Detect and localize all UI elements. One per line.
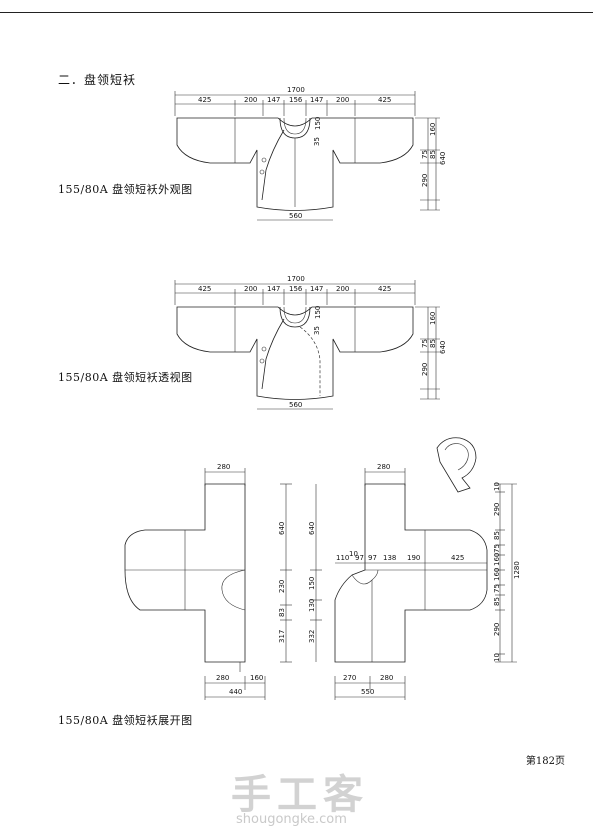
dim-row-1: 10: [349, 550, 358, 558]
dim-rp-b0: 270: [343, 674, 356, 682]
dim-rr-4: 75: [493, 544, 501, 553]
dim-top2-3: 156: [289, 285, 303, 293]
dim-neck-35: 35: [313, 137, 321, 146]
dim-neck2-35: 35: [313, 326, 321, 335]
perspective-view: 1700 425 200 147 156 147 200 425 35 150 …: [174, 275, 447, 410]
watermark-logo: 手工客: [231, 772, 369, 818]
section-heading: 二．盘领短袄: [58, 73, 137, 87]
dim-top-1: 200: [244, 96, 257, 104]
dim-top2-2: 147: [267, 285, 280, 293]
dim-top2-6: 425: [378, 285, 391, 293]
flat-right-piece: 280 640 150 130 332 110 10 97 97 138 190…: [308, 463, 521, 700]
dim-neck-150: 150: [314, 117, 322, 130]
dim-top-2: 147: [267, 96, 280, 104]
page-number: 第182页: [525, 756, 565, 767]
watermark-url: shougongke.com: [236, 812, 347, 827]
dim-hem: 560: [289, 212, 302, 220]
dim-rr-9: 290: [493, 623, 501, 636]
dim-l-83: 83: [278, 608, 286, 617]
dim-top2-0: 425: [198, 285, 211, 293]
dim-l-230: 230: [278, 580, 286, 593]
dim-rr-10: 10: [493, 653, 501, 662]
dim-rp-332: 332: [308, 630, 316, 643]
dim-rr-0: 10: [493, 482, 501, 491]
dim-r2-160: 160: [429, 312, 437, 325]
dim-l-640: 640: [278, 522, 286, 535]
dim-rr-2: 290: [493, 503, 501, 516]
dim-r-top: 280: [377, 463, 390, 471]
dim-top2-5: 200: [336, 285, 349, 293]
dim-r-160: 160: [429, 123, 437, 136]
dim-rr-6: 160: [493, 568, 501, 581]
dim-l-top: 280: [217, 463, 230, 471]
dim-rp-640: 640: [308, 522, 316, 535]
dim-top-0: 425: [198, 96, 211, 104]
dim-total: 1700: [287, 86, 305, 94]
dim-r-290: 290: [421, 174, 429, 187]
dim-r-640: 640: [439, 152, 447, 165]
dim-r2-290: 290: [421, 363, 429, 376]
exterior-view: 1700 425 200 147 156 147 200 425 35 150 …: [174, 86, 447, 221]
dim-top-4: 147: [310, 96, 323, 104]
dim-rp-130: 130: [308, 599, 316, 612]
caption-flat: 155/80A 盘领短袄展开图: [58, 714, 193, 727]
dim-l-317: 317: [278, 630, 286, 643]
dim-rr-5: 160: [493, 553, 501, 566]
flat-left-piece: 280 640 230 83 317 280 160 440: [124, 463, 292, 700]
dim-rp-b-total: 550: [361, 688, 374, 696]
dim-r-85: 85: [429, 150, 437, 159]
dim-row-0: 110: [336, 554, 349, 562]
dim-top-6: 425: [378, 96, 391, 104]
dim-r-75: 75: [421, 150, 429, 159]
top-rule: [0, 12, 593, 13]
dim-hem-2: 560: [289, 401, 302, 409]
dim-rr-8: 85: [493, 597, 501, 606]
caption-exterior: 155/80A 盘领短袄外观图: [58, 183, 193, 196]
dim-l-b1: 160: [250, 674, 263, 682]
dim-l-b-total: 440: [229, 688, 242, 696]
caption-perspective: 155/80A 盘领短袄透视图: [58, 371, 193, 384]
dim-row-3: 97: [368, 554, 377, 562]
dim-row-6: 425: [451, 554, 464, 562]
dim-r2-640: 640: [439, 341, 447, 354]
dim-rp-150: 150: [308, 577, 316, 590]
dim-rr-7: 75: [493, 584, 501, 593]
dim-r2-75: 75: [421, 339, 429, 348]
dim-top-3: 156: [289, 96, 303, 104]
dim-neck2-150: 150: [314, 306, 322, 319]
dim-rp-b1: 280: [380, 674, 393, 682]
dim-top2-1: 200: [244, 285, 257, 293]
dim-row-2: 97: [355, 554, 364, 562]
dim-row-4: 138: [383, 554, 396, 562]
dim-rr-3: 85: [493, 531, 501, 540]
dim-r2-85: 85: [429, 339, 437, 348]
dim-rr-total: 1280: [513, 561, 521, 579]
dim-top-5: 200: [336, 96, 349, 104]
dim-l-b0: 280: [216, 674, 229, 682]
collar-piece: [436, 437, 477, 493]
dim-row-5: 190: [407, 554, 420, 562]
dim-total-2: 1700: [287, 275, 305, 283]
dim-top2-4: 147: [310, 285, 323, 293]
